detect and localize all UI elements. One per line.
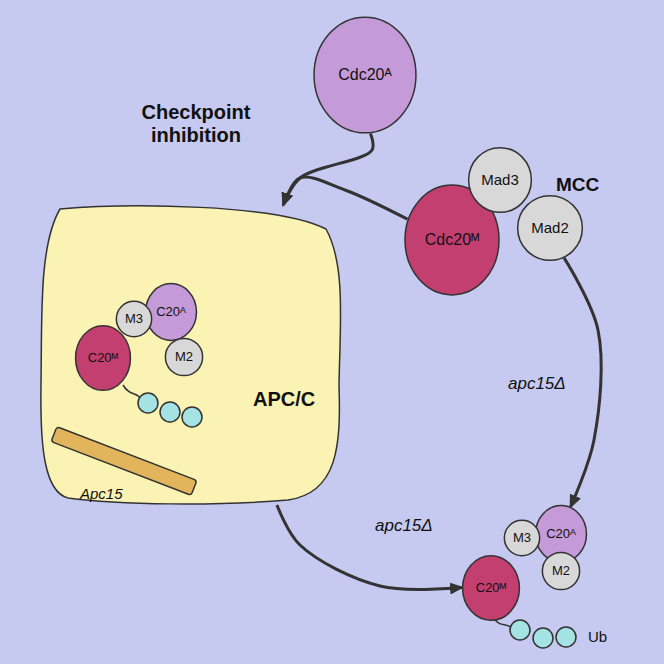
node-text: Mad3: [481, 171, 519, 188]
node-text: Cdc20ᴬ: [338, 66, 392, 84]
protein-ellipse: Cdc20ᴬ: [313, 16, 417, 134]
complex-outline: [41, 206, 341, 504]
node-text: M2: [552, 564, 570, 579]
ubiquitin: [533, 628, 553, 648]
node-text: C20ᴹ: [476, 581, 506, 596]
reaction-arrow: [283, 134, 373, 205]
protein-shape: [463, 556, 520, 621]
protein-circle: Mad2: [517, 195, 583, 261]
protein-shape: [504, 520, 539, 555]
node-text: C20ᴹ: [88, 351, 118, 366]
edge-label: apc15Δ: [372, 516, 436, 536]
protein-shape: [518, 196, 583, 261]
protein-circle: Mad3: [468, 147, 532, 213]
protein-shape: [146, 284, 197, 341]
ubiquitin: [510, 620, 530, 640]
node-text: Apc15: [80, 485, 123, 502]
protein-shape: [542, 552, 579, 589]
complex-name: MCC: [556, 174, 599, 196]
protein-ellipse: C20ᴬ: [145, 283, 197, 341]
apc15-rod-outline: [50, 430, 210, 502]
node-text: M2: [175, 350, 193, 365]
protein-circle: M2: [542, 552, 580, 590]
node-text: APC/C: [253, 388, 315, 411]
ubiquitin-label: Ub: [588, 628, 607, 645]
node-text: C20ᴬ: [156, 305, 186, 320]
protein-shape: [469, 148, 532, 213]
apc15-rod: Apc15: [50, 430, 210, 502]
reaction-arrow: [283, 177, 407, 219]
protein-circle: M3: [116, 301, 152, 337]
protein-shape: [165, 338, 202, 375]
protein-shape: [116, 301, 151, 336]
node-text: M3: [513, 531, 531, 546]
protein-ellipse: C20ᴹ: [462, 555, 520, 621]
node-text: Mad2: [531, 219, 569, 236]
protein-shape: [314, 17, 416, 133]
protein-shape: [76, 326, 131, 391]
ubiquitin-link: [123, 385, 141, 399]
ubiquitin: [556, 627, 576, 647]
protein-ellipse: C20ᴹ: [75, 325, 131, 391]
reaction-arrow: [277, 505, 462, 589]
edge-label: apc15Δ: [505, 374, 569, 394]
protein-circle: M3: [504, 520, 540, 556]
ubiquitin: [138, 393, 158, 413]
ubiquitin: [182, 407, 202, 427]
node-text: M3: [125, 312, 143, 327]
edge-label: Checkpoint inhibition: [118, 101, 274, 147]
node-text: Cdc20ᴹ: [425, 231, 479, 249]
protein-circle: M2: [165, 338, 203, 376]
rod-shape: [51, 427, 197, 496]
reaction-arrow: [564, 258, 601, 507]
node-text: C20ᴬ: [546, 527, 576, 542]
ubiquitin: [160, 402, 180, 422]
apcc-complex: APC/C C20ᴹ M3 C20ᴬM2Apc15: [38, 205, 343, 505]
